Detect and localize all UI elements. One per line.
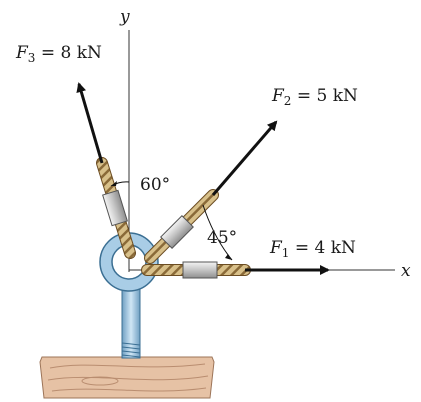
label-f2: F2 = 5 kN xyxy=(271,86,358,108)
wood-base xyxy=(39,356,215,399)
force-arrows xyxy=(76,82,330,275)
arrow-f3 xyxy=(76,82,104,164)
y-axis-label: y xyxy=(119,7,130,27)
arrow-f2 xyxy=(211,120,278,196)
label-f1: F1 = 4 kN xyxy=(269,238,356,260)
eyebolt-shank xyxy=(121,281,141,359)
rope-f2 xyxy=(144,189,219,264)
x-axis-label: x xyxy=(401,261,411,281)
angle-60-indicator: 60° xyxy=(110,175,170,195)
rope-f1 xyxy=(141,261,251,279)
angle-60-label: 60° xyxy=(140,175,170,195)
label-f3: F3 = 8 kN xyxy=(15,43,102,65)
rope-f3 xyxy=(96,157,136,259)
angle-45-label: 45° xyxy=(207,228,237,248)
angle-45-indicator: 45° xyxy=(202,204,237,261)
